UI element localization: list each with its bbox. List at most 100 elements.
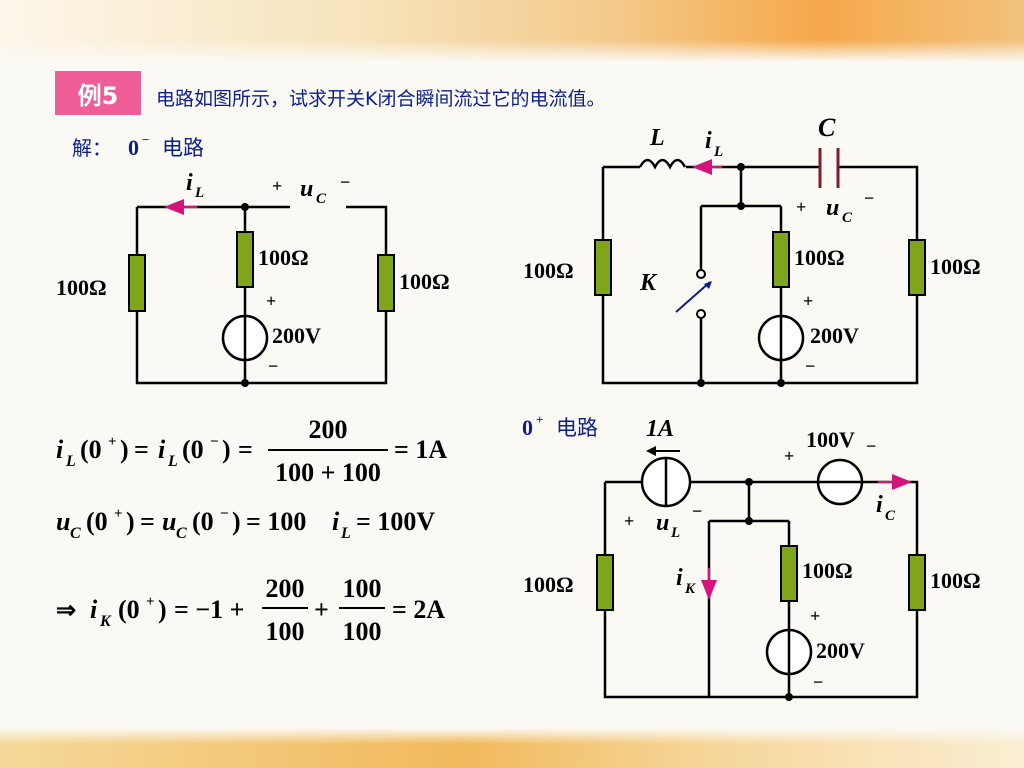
svg-text:u: u <box>162 507 176 536</box>
svg-text:+: + <box>266 291 276 311</box>
svg-text:i: i <box>158 435 166 464</box>
svg-text:= 100: = 100 <box>246 507 306 536</box>
source-label: 200V <box>816 638 865 663</box>
resistor-right <box>377 254 395 312</box>
svg-text:(0: (0 <box>192 507 214 536</box>
source-label: 200V <box>272 323 321 348</box>
circuit-0-plus: 1A + 100V − + u L − i C i K 100Ω 100Ω 10… <box>523 416 981 701</box>
r-mid-label: 100Ω <box>802 558 853 583</box>
switch-label: K <box>639 270 658 296</box>
svg-text:−: − <box>864 188 874 208</box>
inductor-label: L <box>649 125 665 151</box>
svg-text:(0: (0 <box>182 435 204 464</box>
svg-text:u: u <box>56 507 70 536</box>
svg-text:−: − <box>268 356 278 376</box>
svg-text:100: 100 <box>343 617 382 646</box>
ik-label: i <box>676 565 683 591</box>
resistor-right <box>908 239 926 296</box>
footer-decoration <box>0 728 1024 768</box>
svg-text:+: + <box>810 606 820 626</box>
denominator: 100 + 100 <box>275 458 381 487</box>
svg-text:): ) <box>126 507 135 536</box>
plus-superscript: + <box>536 412 543 427</box>
solution-label: 解： <box>72 136 112 160</box>
switch-k-icon <box>675 281 711 313</box>
result: = 100V <box>356 507 435 536</box>
r-right-label: 100Ω <box>399 269 450 294</box>
svg-text:): ) <box>158 595 167 624</box>
svg-text:(0: (0 <box>80 435 102 464</box>
svg-text:i: i <box>332 507 340 536</box>
circuit-0-minus: i L + u C − 100Ω 100Ω 100Ω + 200V − <box>56 170 450 387</box>
svg-text:): ) <box>232 507 241 536</box>
svg-text:C: C <box>885 508 896 524</box>
problem-statement: 电路如图所示，试求开关K闭合瞬间流过它的电流值。 <box>156 88 606 110</box>
svg-text:−: − <box>866 436 876 456</box>
result: = 2A <box>392 595 445 624</box>
svg-text:(0: (0 <box>86 507 108 536</box>
current-label: i <box>705 128 712 154</box>
svg-text:C: C <box>70 525 81 542</box>
cap-voltage-label: u <box>826 195 839 221</box>
svg-text:=: = <box>134 435 149 464</box>
svg-text:i: i <box>56 435 64 464</box>
circuit-label-minus: 电路 <box>162 136 204 160</box>
r-left-label: 100Ω <box>56 275 107 300</box>
svg-text:K: K <box>99 613 112 630</box>
svg-text:L: L <box>167 453 178 470</box>
resistor-left <box>594 239 612 296</box>
svg-text:C: C <box>316 191 327 207</box>
r-right-label: 100Ω <box>930 254 981 279</box>
svg-text:+: + <box>624 511 634 531</box>
current-label: i <box>186 170 193 196</box>
svg-text:L: L <box>713 144 723 160</box>
r-right-label: 100Ω <box>930 568 981 593</box>
svg-text:+: + <box>314 595 329 624</box>
svg-text:= −1 +: = −1 + <box>174 595 244 624</box>
svg-text:−: − <box>210 434 219 450</box>
section-title-minus: 解： 0 − 电路 <box>72 132 204 160</box>
source-label: 200V <box>810 323 859 348</box>
minus-superscript: − <box>142 132 149 147</box>
equation-1: i L (0 + ) = i L (0 − ) = 200 100 + 100 … <box>56 415 447 487</box>
inductor-icon <box>638 158 687 170</box>
zero-minus: 0 <box>128 135 139 160</box>
resistor-left <box>596 554 614 611</box>
svg-text:⇒: ⇒ <box>56 598 76 624</box>
svg-text:L: L <box>340 525 351 542</box>
equation-2: u C (0 + ) = u C (0 − ) = 100 i L = 100V <box>56 506 435 542</box>
svg-text:=: = <box>238 435 253 464</box>
current-source-label: 1A <box>646 416 674 442</box>
r-mid-label: 100Ω <box>258 245 309 270</box>
svg-text:−: − <box>813 672 823 692</box>
voltage-source-label: 100V <box>806 427 855 452</box>
svg-text:i: i <box>90 595 98 624</box>
svg-text:+: + <box>272 176 282 196</box>
svg-text:): ) <box>120 435 129 464</box>
svg-text:−: − <box>220 506 229 522</box>
svg-text:200: 200 <box>266 574 305 603</box>
svg-text:C: C <box>842 210 853 226</box>
example-badge: 例5 <box>54 70 142 116</box>
capacitor-label: C <box>818 113 836 142</box>
svg-text:L: L <box>194 185 204 201</box>
svg-text:C: C <box>176 525 187 542</box>
resistor-mid <box>772 231 790 288</box>
svg-text:100: 100 <box>343 574 382 603</box>
svg-text:−: − <box>340 172 350 192</box>
svg-text:+: + <box>784 446 794 466</box>
resistor-mid <box>236 231 254 288</box>
svg-text:+: + <box>114 506 123 522</box>
svg-text:+: + <box>146 594 155 610</box>
svg-text:−: − <box>692 501 702 521</box>
svg-text:+: + <box>803 291 813 311</box>
header-decoration <box>0 0 1024 62</box>
cap-voltage-label: u <box>300 176 313 202</box>
equation-3: ⇒ i K (0 + ) = −1 + 200 100 + 100 100 = … <box>56 574 445 646</box>
zero-plus: 0 <box>522 415 533 440</box>
svg-text:100: 100 <box>266 617 305 646</box>
svg-text:+: + <box>108 434 117 450</box>
svg-text:K: K <box>684 581 696 597</box>
circuit-label-plus: 电路 <box>556 416 598 440</box>
r-left-label: 100Ω <box>523 572 574 597</box>
